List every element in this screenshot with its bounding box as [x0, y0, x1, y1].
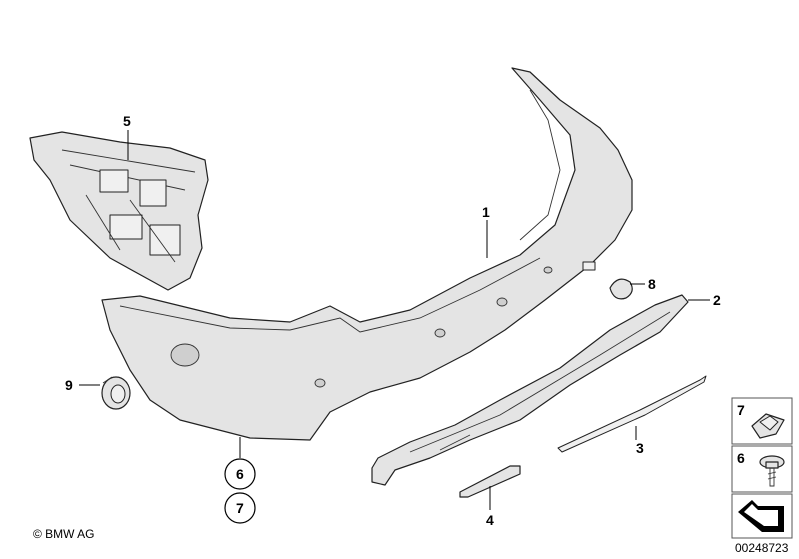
callout-5: 5: [123, 113, 131, 129]
orientation-arrow-icon: [738, 500, 784, 532]
callout-9: 9: [65, 377, 73, 393]
callout-2: 2: [713, 292, 721, 308]
cap-part-8: [609, 278, 633, 300]
circle-7: [224, 492, 256, 524]
cover-part-9: [101, 376, 131, 410]
callout-7: 7: [236, 500, 244, 516]
callout-labels: 5 1 2 3 4 8 9: [65, 113, 721, 528]
clip-nut-icon: [751, 413, 785, 439]
callout-4: 4: [486, 512, 494, 528]
circle-6: [224, 458, 256, 490]
document-number: 00248723: [735, 541, 789, 555]
leader-lines: [79, 130, 710, 510]
screw-icon: [759, 455, 785, 487]
legend-label-6: 6: [737, 450, 745, 466]
callout-3: 3: [636, 440, 644, 456]
bumper-part-1: [101, 67, 633, 441]
callout-8: 8: [648, 276, 656, 292]
circled-callouts: 6 7: [224, 458, 256, 524]
bracket-part-5: [29, 131, 209, 291]
legend-box-6: [731, 445, 793, 493]
callout-6: 6: [236, 466, 244, 482]
trim-strip-part-3: [557, 375, 707, 453]
diffuser-part-2: [371, 294, 689, 486]
legend-label-7: 7: [737, 402, 745, 418]
copyright-text: © BMW AG: [33, 527, 95, 541]
callout-1: 1: [482, 204, 490, 220]
reflector-part-4: [459, 465, 521, 498]
legend-panel: 7 6: [731, 397, 793, 539]
